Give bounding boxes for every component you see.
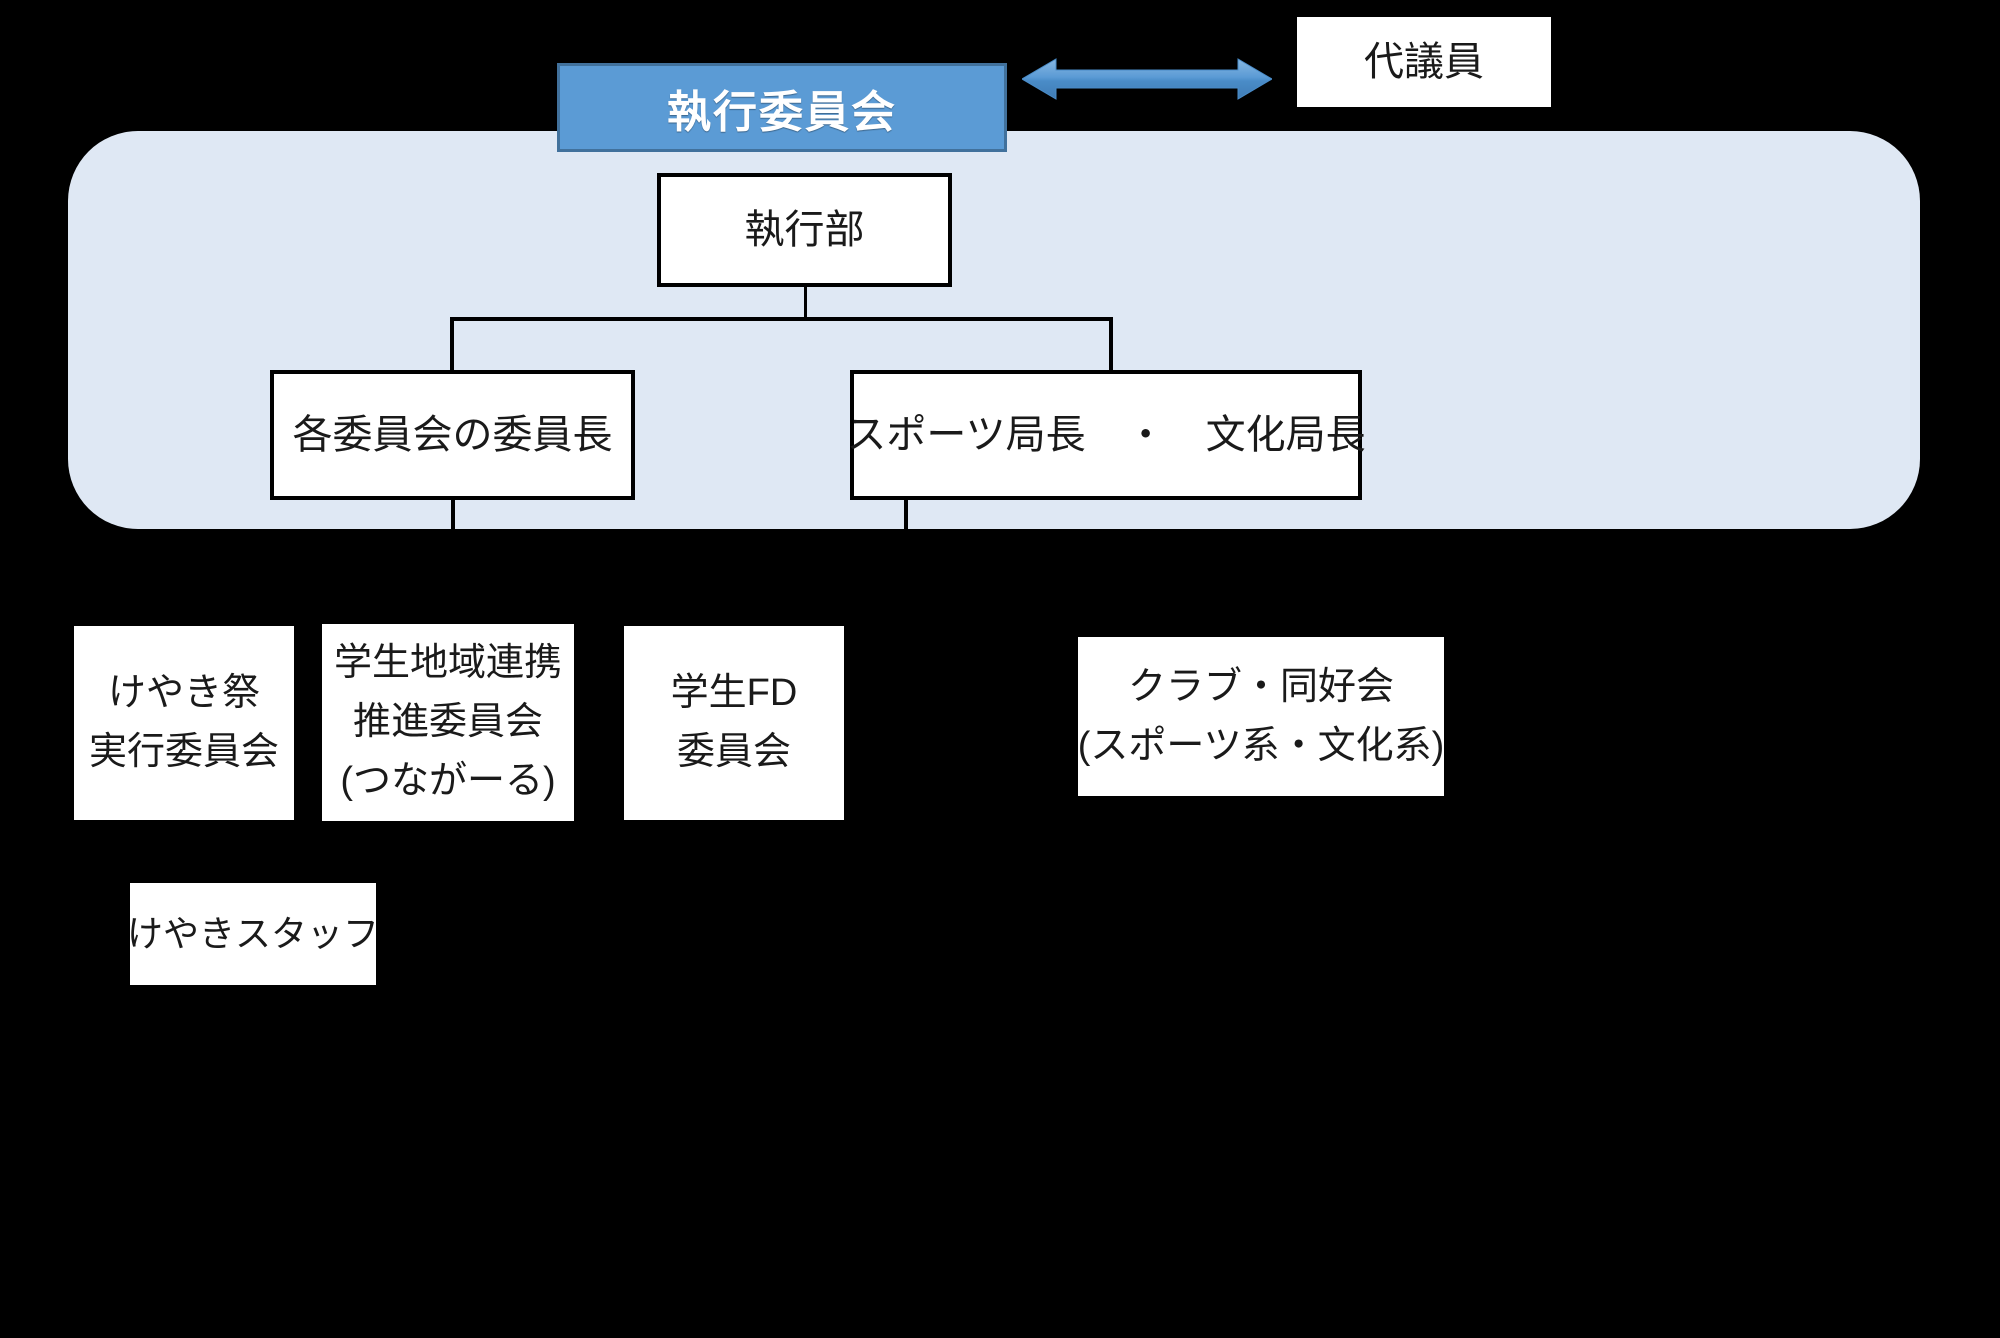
clubs-circles-box[interactable]: クラブ・同好会 (スポーツ系・文化系) [1074, 633, 1448, 800]
executive-office-box[interactable]: 執行部 [657, 173, 952, 287]
committee-chairs-label: 各委員会の委員長 [292, 413, 613, 457]
student-community-committee-box[interactable]: 学生地域連携 推進委員会 (つながーる) [318, 620, 578, 825]
executive-committee-header-label: 執行委員会 [667, 87, 897, 137]
double-headed-arrow-icon [1022, 56, 1272, 102]
keyaki-festival-line2: 実行委員会 [88, 731, 279, 773]
clubs-circles-line1: クラブ・同好会 [1127, 665, 1394, 708]
connector-horizontal-split [450, 317, 1113, 321]
connector-right-drop [1109, 317, 1113, 372]
connector-directors-stub [904, 500, 908, 530]
connector-chairs-stub [451, 500, 455, 530]
student-community-line3: (つながーる) [340, 759, 556, 802]
student-fd-line1: 学生FD [670, 672, 798, 715]
committee-chairs-box[interactable]: 各委員会の委員長 [270, 370, 635, 500]
student-community-line2: 推進委員会 [352, 701, 543, 744]
keyaki-festival-committee-box[interactable]: けやき祭 実行委員会 [70, 622, 298, 824]
connector-exec-down [804, 287, 807, 319]
executive-committee-header-box[interactable]: 執行委員会 [557, 63, 1007, 152]
keyaki-festival-line1: けやき祭 [107, 672, 260, 715]
sports-culture-directors-box[interactable]: スポーツ局長 ・ 文化局長 [846, 370, 1366, 500]
clubs-circles-line2: (スポーツ系・文化系) [1077, 724, 1445, 767]
executive-office-label: 執行部 [744, 208, 865, 252]
keyaki-staff-label: けやきスタッフ [127, 913, 380, 955]
student-fd-committee-box[interactable]: 学生FD 委員会 [620, 622, 848, 824]
delegate-box[interactable]: 代議員 [1297, 17, 1551, 107]
keyaki-staff-box[interactable]: けやきスタッフ [126, 879, 380, 989]
student-community-line1: 学生地域連携 [333, 642, 562, 685]
student-fd-line2: 委員会 [676, 731, 791, 773]
connector-left-drop [450, 317, 454, 372]
sports-culture-directors-label: スポーツ局長 ・ 文化局長 [846, 413, 1366, 457]
delegate-label: 代議員 [1364, 40, 1484, 84]
